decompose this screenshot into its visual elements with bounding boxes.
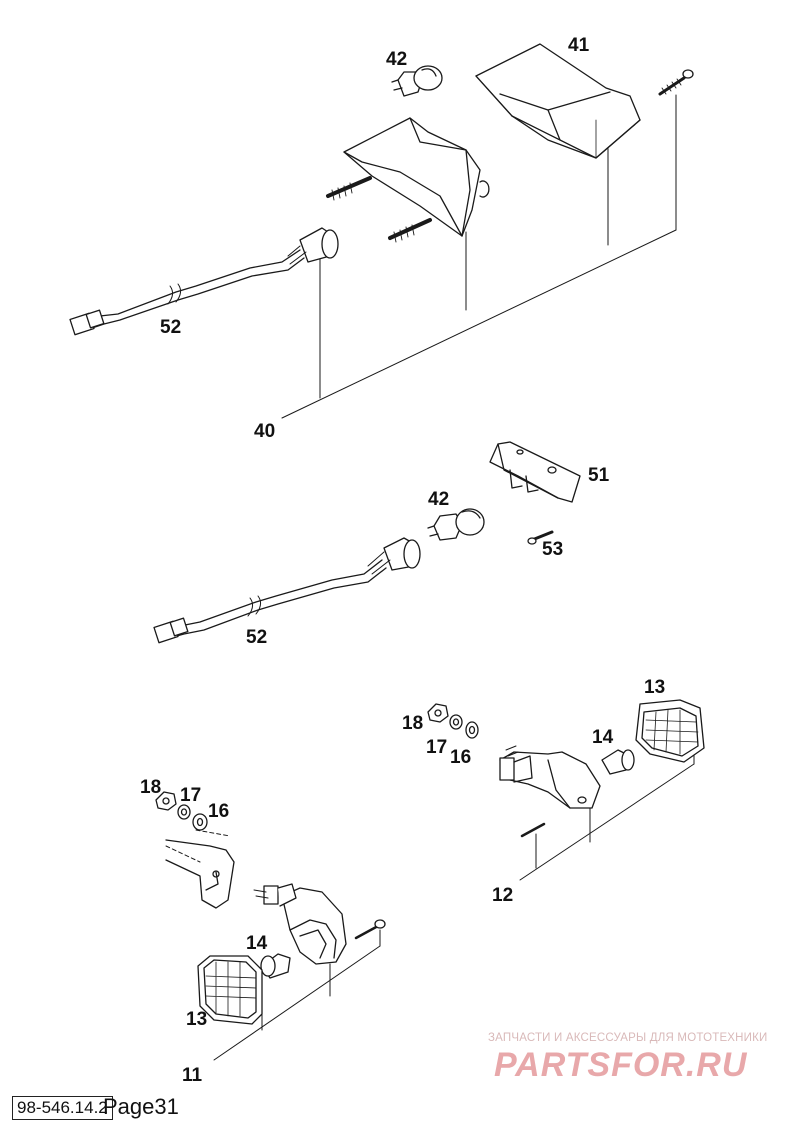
callout-51: 51 [588,465,610,486]
bulb-42-top [391,65,443,97]
bulb-14-right [601,749,635,775]
callout-16-right: 16 [450,747,472,768]
washers-left [155,791,208,831]
page-label: Page31 [103,1094,179,1119]
watermark-brand-logo: PARTSFOR.RU [494,1046,748,1084]
callout-52-middle: 52 [246,627,268,648]
bulb-14-left [260,953,291,979]
screw-left [354,919,386,940]
callout-18-left: 18 [140,777,162,798]
callout-13-right: 13 [644,677,666,698]
screw-53 [527,530,554,545]
turn-signal-housing-right [499,745,601,809]
callout-17-left: 17 [180,785,202,806]
callout-42-top: 42 [386,49,408,70]
watermark-caption: ЗАПЧАСТИ И АКСЕССУАРЫ ДЛЯ МОТОТЕХНИКИ [488,1032,768,1044]
screw-top-right [658,69,694,96]
callout-14-left: 14 [246,933,268,954]
mounting-arm [165,829,235,909]
callout-17-right: 17 [426,737,448,758]
document-number: 98-546.14.2 [12,1096,113,1120]
indicator-lens-13-right [635,699,705,763]
callout-18-right: 18 [402,713,424,734]
callout-14-right: 14 [592,727,614,748]
tail-lens-41 [475,43,641,159]
wiring-harness-52-top [69,227,339,336]
wiring-harness-52-middle [153,537,421,644]
callout-11: 11 [182,1065,203,1086]
bulb-42-middle [427,508,485,541]
callout-52-top: 52 [160,317,182,338]
washers-right [427,703,479,739]
callout-53: 53 [542,539,564,560]
callout-16-left: 16 [208,801,230,822]
leader-lines-group-40 [281,94,677,419]
license-bracket-51 [489,441,581,503]
callout-13-left: 13 [186,1009,208,1030]
screw-12 [520,822,546,838]
callout-12: 12 [492,885,514,906]
turn-signal-housing-left [253,883,347,965]
indicator-lens-13-left [197,955,263,1025]
callout-40: 40 [254,421,276,442]
tail-housing-40 [326,117,490,243]
callout-41: 41 [568,35,590,56]
callout-42-middle: 42 [428,489,450,510]
